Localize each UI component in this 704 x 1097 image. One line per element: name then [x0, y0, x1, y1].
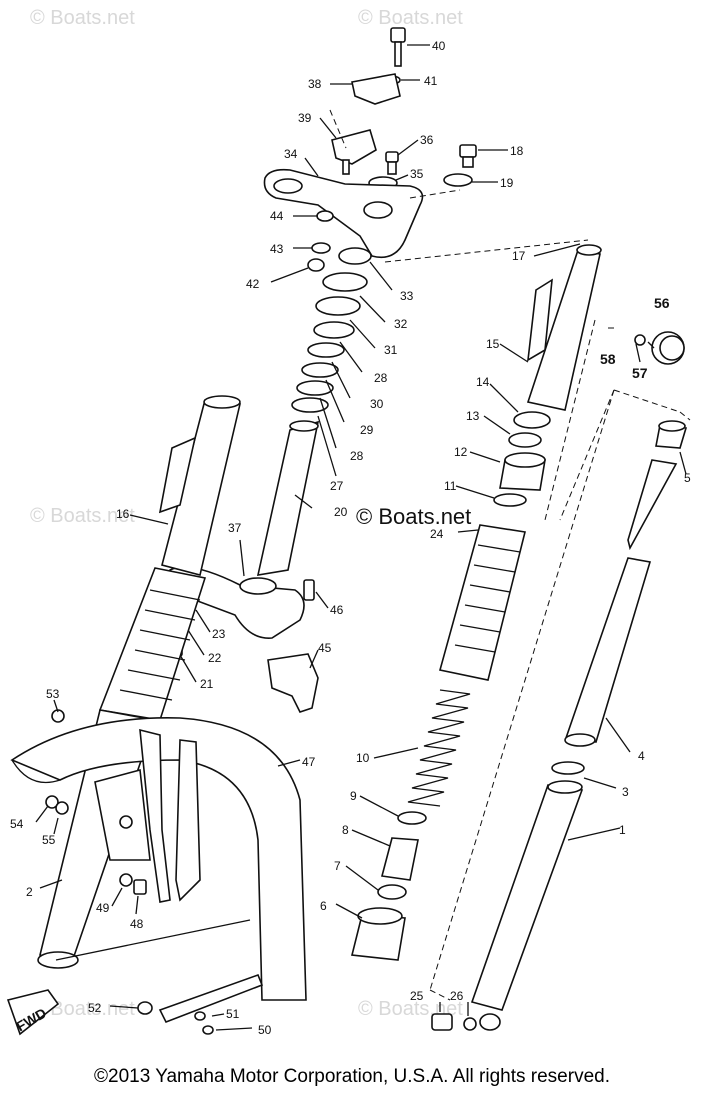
part-label-46: 46 [330, 603, 344, 617]
part-label-16: 16 [116, 507, 130, 521]
part-label-13: 13 [466, 409, 480, 423]
part-label-50: 50 [258, 1023, 272, 1037]
part-label-32: 32 [394, 317, 408, 331]
part-label-43: 43 [270, 242, 284, 256]
part-label-22: 22 [208, 651, 222, 665]
part-label-42: 42 [246, 277, 260, 291]
part-label-29: 29 [360, 423, 374, 437]
part-label-11: 11 [444, 479, 457, 493]
part-label-57: 57 [632, 365, 648, 381]
watermark-center: © Boats.net [356, 504, 471, 529]
part-label-3: 3 [622, 785, 629, 799]
part-label-25: 25 [410, 989, 424, 1003]
part-label-24: 24 [430, 527, 444, 541]
part-label-9: 9 [350, 789, 357, 803]
part-label-53: 53 [46, 687, 60, 701]
part-label-14: 14 [476, 375, 490, 389]
part-label-35: 35 [410, 167, 424, 181]
part-label-28b: 28 [374, 371, 388, 385]
front-fender [6, 699, 307, 1036]
part-label-49: 49 [96, 901, 110, 915]
part-label-23: 23 [212, 627, 226, 641]
part-label-15: 15 [486, 337, 500, 351]
handlebar-holder-assembly [263, 27, 589, 477]
part-label-20: 20 [334, 505, 348, 519]
part-label-30: 30 [370, 397, 384, 411]
part-label-48: 48 [130, 917, 144, 931]
watermark-top-left: © Boats.net [30, 7, 135, 29]
part-label-12: 12 [454, 445, 468, 459]
part-label-4: 4 [638, 749, 645, 763]
part-label-52: 52 [88, 1001, 102, 1015]
part-label-5: 5 [684, 471, 691, 485]
part-label-54: 54 [10, 817, 24, 831]
watermark-mid-left: © Boats.net [30, 505, 135, 527]
part-label-19: 19 [500, 176, 514, 190]
part-label-56: 56 [654, 295, 670, 311]
part-label-18: 18 [510, 144, 524, 158]
part-label-34: 34 [284, 147, 298, 161]
right-fork-exploded [335, 243, 691, 1031]
part-label-28a: 28 [350, 449, 364, 463]
part-label-58: 58 [600, 351, 616, 367]
copyright-notice: ©2013 Yamaha Motor Corporation, U.S.A. A… [94, 1066, 610, 1087]
part-labels: 1 2 3 4 5 6 7 8 9 10 11 12 13 14 15 16 1… [10, 39, 691, 1037]
part-label-26: 26 [450, 989, 464, 1003]
part-label-39: 39 [298, 111, 312, 125]
part-label-10: 10 [356, 751, 370, 765]
part-label-7: 7 [334, 859, 341, 873]
part-label-44: 44 [270, 209, 284, 223]
part-label-41: 41 [424, 74, 438, 88]
part-label-8: 8 [342, 823, 349, 837]
watermark-top-center: © Boats.net [358, 7, 463, 29]
part-label-51: 51 [226, 1007, 240, 1021]
part-label-21: 21 [200, 677, 214, 691]
part-label-33: 33 [400, 289, 414, 303]
part-label-17: 17 [512, 249, 526, 263]
part-label-1: 1 [619, 823, 626, 837]
part-label-45: 45 [318, 641, 332, 655]
part-label-47: 47 [302, 755, 316, 769]
exploded-parts-diagram: © Boats.net © Boats.net © Boats.net © Bo… [6, 7, 691, 1037]
part-label-55: 55 [42, 833, 56, 847]
part-label-31: 31 [384, 343, 398, 357]
part-label-27: 27 [330, 479, 344, 493]
part-label-36: 36 [420, 133, 434, 147]
part-label-2: 2 [26, 885, 33, 899]
part-label-37: 37 [228, 521, 242, 535]
part-label-6: 6 [320, 899, 327, 913]
part-label-40: 40 [432, 39, 446, 53]
part-label-38: 38 [308, 77, 322, 91]
